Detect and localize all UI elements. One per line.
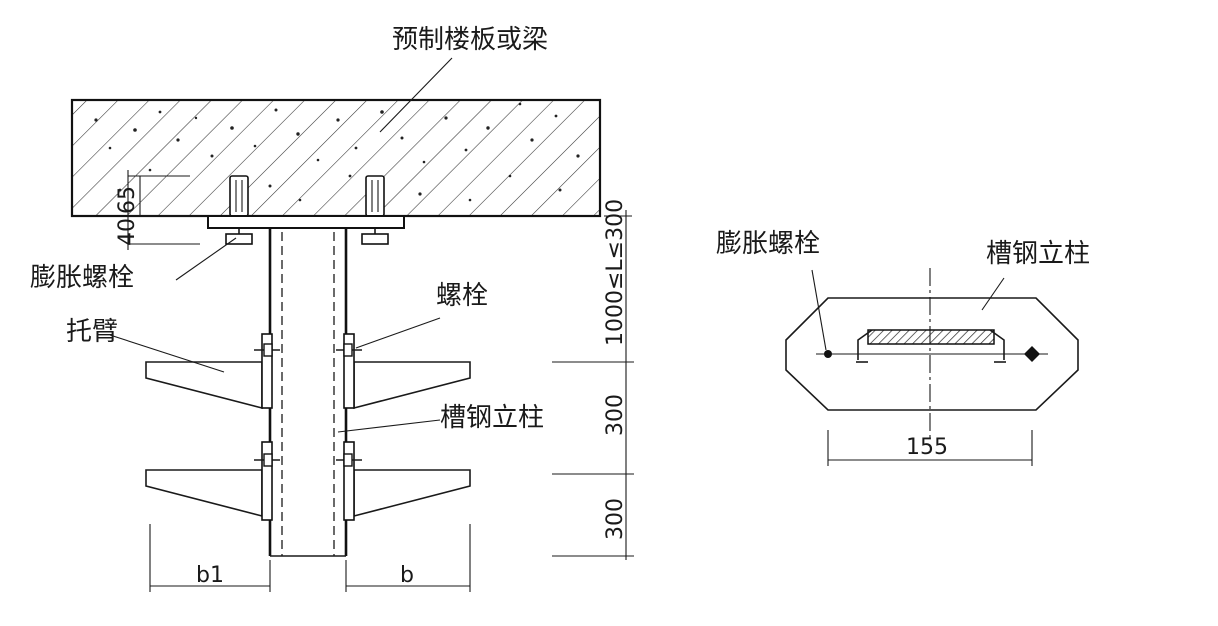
dim-chain-right: [552, 210, 634, 560]
expansion-bolt-left-1: [225, 175, 253, 245]
dim-bottom: [149, 524, 471, 592]
bracket-upper-right: [336, 333, 471, 410]
slab-aggregate-dots: [94, 102, 580, 202]
bracket-lower-right: [336, 441, 471, 521]
plan-channel-section: [856, 329, 1006, 363]
slab-group: [70, 98, 602, 218]
expansion-bolt-left-2: [361, 175, 389, 245]
dim-b-label: b: [400, 563, 414, 588]
plan-bolt-left: [824, 350, 832, 358]
label-channel-column-right: 槽钢立柱: [986, 239, 1090, 269]
dim-155-label: 155: [906, 435, 948, 460]
dim-65-label: 65: [115, 186, 140, 214]
label-bracket: 托臂: [66, 317, 118, 347]
plan-outline: [785, 297, 1079, 411]
label-expansion-bolt-right: 膨胀螺栓: [716, 229, 820, 259]
label-expansion-bolt-left: 膨胀螺栓: [30, 263, 134, 293]
plan-view: [785, 268, 1079, 466]
leader-lines-left: [109, 57, 453, 433]
label-channel-column-left: 槽钢立柱: [440, 403, 544, 433]
bracket-upper-left: [145, 333, 280, 410]
dim-40-label: 40: [115, 218, 140, 246]
label-slab: 预制楼板或梁: [392, 25, 548, 55]
slab: [70, 98, 602, 218]
dim-300b-label: 300: [603, 498, 628, 540]
label-bolt: 螺栓: [436, 281, 488, 311]
channel-column: [268, 228, 348, 557]
plan-bolt-right: [1024, 346, 1040, 362]
dim-1000-label: 1000≤L≤300: [603, 199, 628, 346]
base-plate: [207, 215, 405, 229]
dim-b1-label: b1: [196, 563, 224, 588]
dim-40-65: [127, 170, 200, 250]
bracket-lower-left: [145, 441, 280, 521]
dim-300a-label: 300: [603, 394, 628, 436]
